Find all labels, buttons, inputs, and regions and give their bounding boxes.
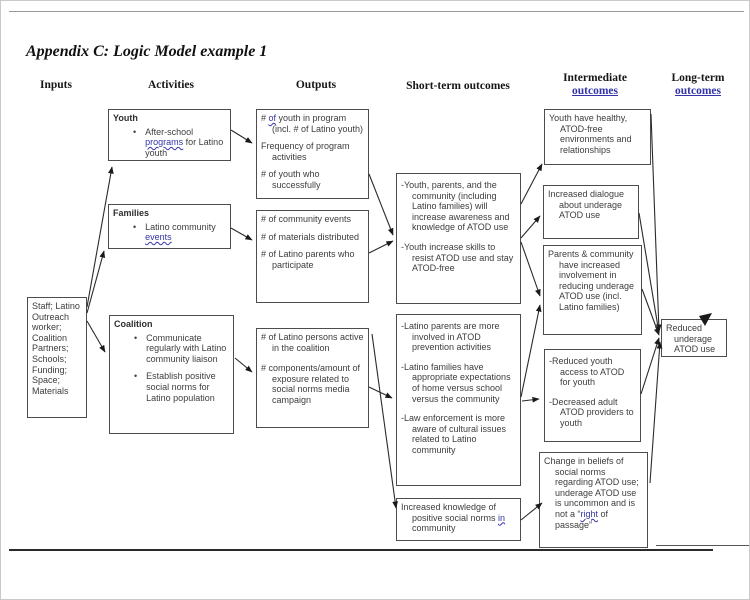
outcome-item: Reduced underage ATOD use [666,323,716,355]
intermediate-box-5: Change in beliefs of social norms regard… [539,452,648,548]
output-item: # of Latino persons active in the coalit… [261,332,364,353]
output-item: # of Latino parents who participate [261,249,355,270]
header-label: Long-term [671,72,725,84]
misspelled-word: right [580,509,599,520]
header-label: Inputs [40,79,72,91]
bullet-text: Communicate regularly with Latino commun… [146,332,227,364]
intermediate-box-3: Parents & community have increased invol… [543,245,642,335]
output-item: # of youth who successfully [261,169,321,191]
misspelled-word: in [498,512,506,523]
outcome-item: -Law enforcement is more aware of cultur… [401,413,507,456]
header-label-underlined: outcomes [675,85,721,98]
arrow-inputs-to-families [86,250,106,314]
intermediate-box-2: Increased dialogue about underage ATOD u… [543,185,639,239]
arrow-inter1-to-long [650,113,662,332]
header-label: Intermediate [563,72,627,84]
arrow-youth-to-outputs [230,129,253,144]
output-item: # components/amount of exposure related … [261,363,361,406]
arrow-short1-to-inter3 [520,241,541,297]
header-label-underlined: outcomes [572,85,618,98]
arrow-coalition-to-outputs [234,357,253,373]
outcome-item: Increased knowledge of positive social n… [401,502,506,534]
activity-coalition-box: Coalition • Communicate regularly with L… [109,315,234,434]
header-label: Short-term outcomes [406,80,510,92]
activity-youth-box: Youth • After-school programs for Latino… [108,109,231,161]
arrow-inputs-to-coalition [86,320,106,353]
bottom-rule [9,549,713,551]
header-label: Outputs [295,79,337,91]
outcome-item: Youth have healthy, ATOD-free environmen… [549,113,632,155]
output-item: # of youth in program (incl. # of Latino… [261,113,364,134]
arrow-short1-to-inter2 [520,215,541,239]
bullet-item: • Communicate regularly with Latino comm… [134,333,229,365]
arrow-outputs3-to-short2 [368,386,393,399]
outcome-item: Change in beliefs of social norms regard… [544,456,639,530]
misspelled-word: events [145,232,172,243]
outcome-item: Increased dialogue about underage ATOD u… [548,189,625,221]
box-title: Youth [113,113,138,123]
column-header-short-term: Short-term outcomes [399,80,517,93]
arrow-inter5-to-long [649,341,663,484]
output-item: # of community events [261,214,352,224]
outputs-coalition-box: # of Latino persons active in the coalit… [256,328,369,428]
arrow-short1-to-inter1 [520,163,543,205]
arrow-inter4-to-long [640,337,660,395]
arrow-outputs1-to-short1 [368,173,394,236]
arrow-short2-to-inter4 [521,396,540,403]
arrow-inter2-to-long [638,212,661,334]
inputs-text: Staff; Latino Outreach worker; Coalition… [32,301,80,396]
short-term-box-2: -Latino parents are more involved in ATO… [396,314,521,486]
column-header-intermediate: Intermediate outcomes [549,72,641,98]
arrow-outputs2-to-short1 [368,240,394,254]
bullet-text: After-school programs for Latino youth [145,126,224,158]
outcome-item: Parents & community have increased invol… [548,249,635,313]
outcome-item: -Reduced youth access to ATOD for youth [549,356,625,388]
bullet-icon: • [134,371,138,382]
outcome-item: -Youth, parents, and the community (incl… [401,180,510,233]
column-header-outputs: Outputs [281,79,351,92]
short-term-box-3: Increased knowledge of positive social n… [396,498,521,541]
long-term-box: Reduced underage ATOD use [661,319,727,357]
page-title: Appendix C: Logic Model example 1 [26,43,268,60]
bullet-icon: • [133,126,137,137]
bullet-item: • Latino community events [133,222,226,243]
column-header-long-term: Long-term outcomes [659,72,737,98]
outcome-item: -Decreased adult ATOD providers to youth [549,396,634,429]
arrow-outputs3-to-short3 [371,333,398,509]
box-title: Families [113,208,150,218]
outcome-item: -Latino families have appropriate expect… [401,361,511,404]
misspelled-word: programs [145,137,184,148]
column-header-inputs: Inputs [31,79,81,92]
column-header-activities: Activities [131,79,211,92]
bullet-icon: • [134,332,138,343]
short-term-box-1: -Youth, parents, and the community (incl… [396,173,521,304]
output-item: # of materials distributed [261,231,360,242]
header-label: Activities [148,79,194,91]
bullet-text: Establish positive social norms for Lati… [146,371,216,403]
bullet-icon: • [133,221,137,232]
intermediate-box-4: -Reduced youth access to ATOD for youth … [544,349,641,442]
misspelled-word: of [268,113,277,123]
bullet-item: • After-school programs for Latino youth [133,127,226,159]
outcome-item: -Latino parents are more involved in ATO… [401,321,500,353]
outputs-families-box: # of community events # of materials dis… [256,210,369,303]
outputs-youth-box: # of youth in program (incl. # of Latino… [256,109,369,199]
intermediate-box-1: Youth have healthy, ATOD-free environmen… [544,109,651,165]
arrow-short2-to-inter3 [520,304,542,398]
bottom-rule-right [656,545,749,546]
outcome-item: -Youth increase skills to resist ATOD us… [401,242,514,274]
bullet-text: Latino community events [145,221,216,243]
activity-families-box: Families • Latino community events [108,204,231,249]
inputs-box: Staff; Latino Outreach worker; Coalition… [27,297,87,418]
output-item: Frequency of program activities [261,141,350,162]
box-title: Coalition [114,319,153,329]
top-rule [9,11,744,12]
arrow-inter3-to-long [641,288,660,336]
arrow-families-to-outputs [230,227,253,241]
bullet-item: • Establish positive social norms for La… [134,371,229,403]
